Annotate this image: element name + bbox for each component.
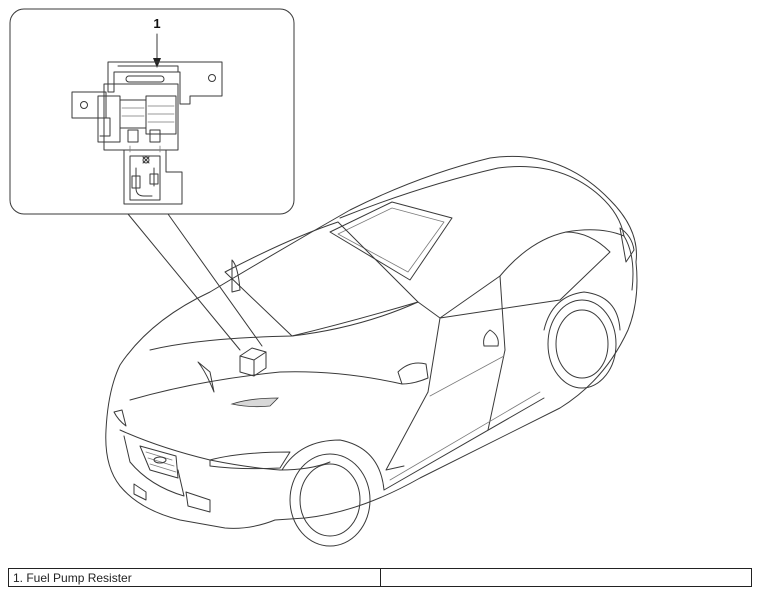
side-window — [439, 231, 611, 319]
callout-arrowhead — [153, 58, 161, 68]
front-wheel — [289, 453, 371, 547]
headlight-left — [113, 409, 127, 427]
leader-line-right — [167, 213, 263, 347]
fuel-pump-resister-marker — [239, 347, 267, 377]
sunroof — [329, 201, 453, 281]
fuel-pump-resister-detail — [71, 61, 223, 205]
headlight-right — [209, 451, 291, 470]
callout-number: 1 — [153, 16, 160, 31]
rear-wheel — [547, 299, 617, 389]
car-outline — [105, 155, 638, 529]
legend-item-empty — [379, 568, 752, 587]
rear-light — [619, 227, 635, 263]
vehicle-illustration — [105, 155, 638, 547]
leader-line-left — [127, 213, 241, 351]
component-location-diagram: 1 — [9, 8, 638, 547]
side-mirror — [397, 362, 429, 385]
detail-frame — [9, 8, 295, 215]
legend-table: 1. Fuel Pump Resister — [8, 568, 752, 587]
front-grille — [139, 445, 179, 479]
antenna — [231, 259, 241, 293]
table-row: 1. Fuel Pump Resister — [8, 568, 752, 587]
windshield — [224, 221, 419, 337]
detail-callout: 1 — [9, 8, 295, 351]
legend-item-1: 1. Fuel Pump Resister — [8, 568, 381, 587]
emblem — [153, 456, 167, 464]
